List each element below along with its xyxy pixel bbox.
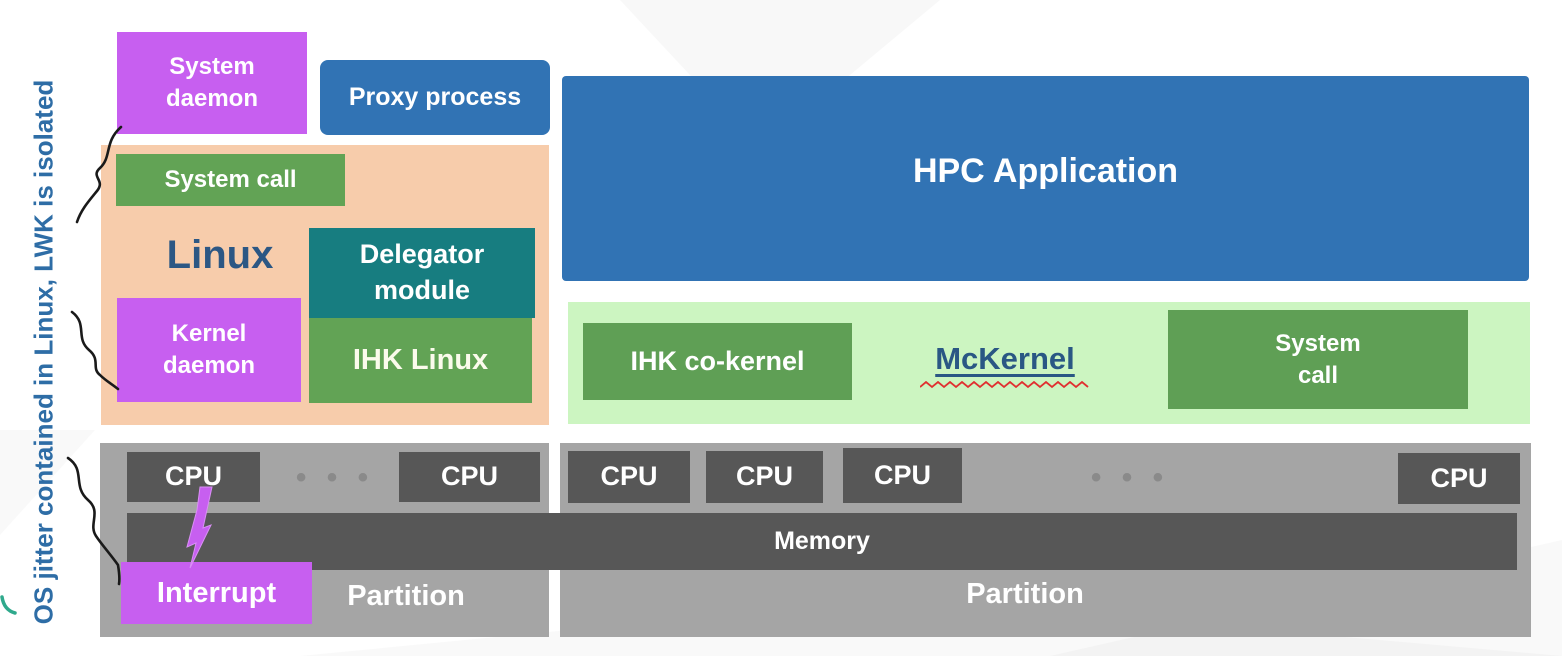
mckernel-label: McKernel <box>935 340 1075 376</box>
cpu-box: CPU <box>568 451 690 503</box>
mckernel-system-call-box: System call <box>1168 310 1468 409</box>
ellipsis-dots: • • • <box>295 461 375 495</box>
cpu-box: CPU <box>1398 453 1520 504</box>
partition-label-left: Partition <box>347 579 465 612</box>
spellcheck-squiggle <box>920 381 1089 389</box>
linux-system-call-box: System call <box>116 154 345 206</box>
cpu-box: CPU <box>127 452 260 502</box>
memory-bar: Memory <box>127 513 1517 570</box>
proxy-process-box: Proxy process <box>320 60 550 135</box>
os-jitter-annotation: OS jitter contained in Linux, LWK is iso… <box>28 79 59 625</box>
ihk-linux-box: IHK Linux <box>309 318 532 403</box>
cpu-box: CPU <box>706 451 823 503</box>
hpc-application-box: HPC Application <box>562 76 1529 281</box>
cpu-box: CPU <box>399 452 540 502</box>
linux-label: Linux <box>166 232 274 277</box>
mckernel-label-group: McKernel <box>915 334 1095 394</box>
interrupt-box: Interrupt <box>121 562 312 624</box>
delegator-module-box: Delegator module <box>309 228 535 318</box>
kernel-daemon-box: Kernel daemon <box>117 298 301 402</box>
system-daemon-box: System daemon <box>117 32 307 134</box>
cpu-box: CPU <box>843 448 962 503</box>
ihk-co-kernel-box: IHK co-kernel <box>583 323 852 400</box>
ellipsis-dots: • • • <box>1090 461 1170 495</box>
partition-label-right: Partition <box>966 577 1084 610</box>
